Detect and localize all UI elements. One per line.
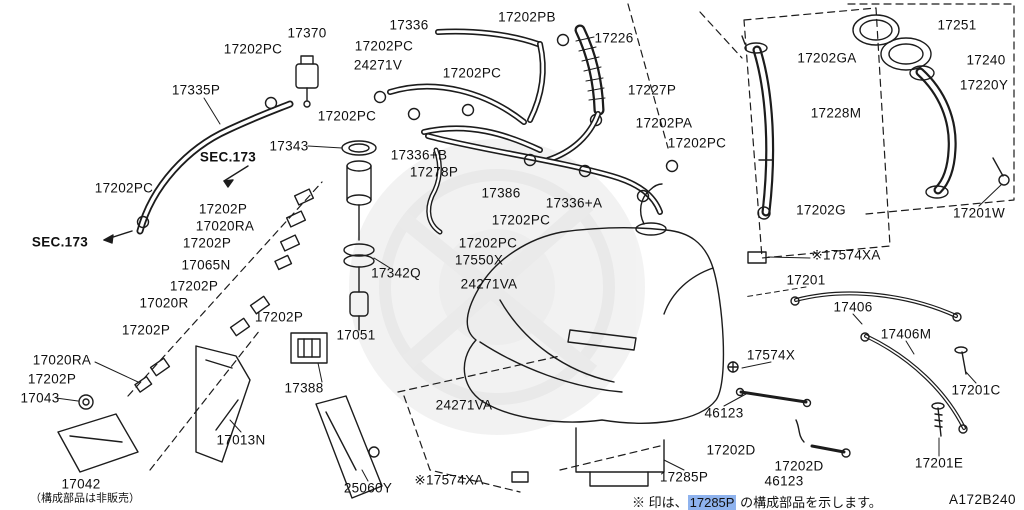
- part-label-46123: 46123: [704, 405, 744, 421]
- part-label-17336: 17336: [389, 17, 429, 33]
- part-label-17202p: 17202P: [27, 371, 77, 387]
- part-label-17202pc: 17202PC: [317, 108, 377, 124]
- part-label-17370: 17370: [287, 25, 327, 41]
- part-label-17202p: 17202P: [198, 201, 248, 217]
- part-label-17202pc: 17202PC: [94, 180, 154, 196]
- hose-17335P: [136, 96, 294, 235]
- part-label-17227p: 17227P: [627, 82, 677, 98]
- part-label-17202p: 17202P: [169, 278, 219, 294]
- footnote-prefix: ※ 印は、: [632, 495, 688, 510]
- part-label-sec173: SEC.173: [31, 234, 89, 250]
- bracket-17574XA: [511, 251, 767, 483]
- part-label-17020r: 17020R: [139, 295, 189, 311]
- fasteners-right: [727, 346, 968, 458]
- part-label-17343: 17343: [269, 138, 309, 154]
- part-label-17335p: 17335P: [171, 82, 221, 98]
- part-label-24271va: 24271VA: [460, 276, 518, 292]
- protector-17042: [57, 413, 139, 473]
- hose-clamps-upper: [373, 33, 603, 127]
- watermark-emblem: [349, 139, 645, 435]
- filler-neck-assembly: [852, 14, 1010, 199]
- part-label-17202p: 17202P: [254, 309, 304, 325]
- sec173-arrow-upper: [223, 165, 249, 188]
- sec173-arrow-lower: [103, 230, 133, 244]
- part-label-17042: 17042: [61, 476, 101, 492]
- part-label-17202g: 17202G: [796, 202, 846, 218]
- part-label-17386: 17386: [481, 185, 521, 201]
- part-label-24271v: 24271V: [353, 57, 403, 73]
- part-label-17285p: 17285P: [659, 469, 709, 485]
- part-label-17278p: 17278P: [409, 164, 459, 180]
- part-label-17251: 17251: [937, 17, 977, 33]
- part-label-17336+a: 17336+A: [545, 195, 603, 211]
- part-label-17342q: 17342Q: [371, 265, 421, 281]
- part-label-17020ra: 17020RA: [195, 218, 255, 234]
- filler-tube-17228M: [741, 35, 775, 220]
- leader-lines: [55, 97, 1003, 482]
- part-label-17202p: 17202P: [121, 322, 171, 338]
- valve-17370: [295, 55, 319, 108]
- strap-17406: [790, 291, 962, 322]
- part-label-17336+b: 17336+B: [390, 147, 448, 163]
- part-label-17202pc: 17202PC: [458, 235, 518, 251]
- part-label-46123: 46123: [764, 473, 804, 489]
- part-label-17388: 17388: [284, 380, 324, 396]
- part-label-17228m: 17228M: [810, 105, 862, 121]
- part-label-17574xa: ※17574XA: [811, 247, 881, 263]
- part-label-17202pa: 17202PA: [635, 115, 693, 131]
- protector-25060Y: [315, 395, 383, 499]
- part-label-17051: 17051: [336, 327, 376, 343]
- part-label-17202pb: 17202PB: [498, 9, 556, 25]
- hose-17336A: [425, 133, 679, 215]
- part-label-sec173: SEC.173: [199, 149, 257, 165]
- part-label-17406: 17406: [833, 299, 873, 315]
- note-not-sold-separately: （構成部品は非販売）: [30, 492, 140, 505]
- part-label-17226: 17226: [594, 30, 634, 46]
- tube-17336B-17278P: [426, 147, 443, 235]
- part-label-17201c: 17201C: [951, 382, 1001, 398]
- footnote: ※ 印は、17285P の構成部品を示します。: [632, 492, 882, 510]
- part-label-17202d: 17202D: [706, 442, 756, 458]
- left-small-parts: [78, 188, 315, 410]
- part-label-17202pc: 17202PC: [667, 135, 727, 151]
- part-label-17202pc: 17202PC: [223, 41, 283, 57]
- part-label-17574x: 17574X: [746, 347, 796, 363]
- part-label-17202p: 17202P: [182, 235, 232, 251]
- hose-17336: [435, 28, 546, 123]
- part-label-17574xa: ※17574XA: [414, 472, 484, 488]
- part-label-24271va: 24271VA: [435, 397, 493, 413]
- fuel-tank-17201: [463, 183, 725, 487]
- part-label-17202pc: 17202PC: [442, 65, 502, 81]
- part-label-25060y: 25060Y: [343, 480, 393, 496]
- part-label-17202pc: 17202PC: [354, 38, 414, 54]
- hose-17226: [574, 24, 606, 116]
- bracket-17388: [290, 332, 328, 364]
- part-label-17201w: 17201W: [952, 205, 1006, 221]
- drawing-number: A172B240: [948, 492, 1016, 507]
- part-label-17065n: 17065N: [181, 257, 231, 273]
- hose-24271V: [387, 83, 543, 153]
- part-label-17202d: 17202D: [774, 458, 824, 474]
- part-label-17201e: 17201E: [914, 455, 964, 471]
- hose-17227P: [545, 111, 601, 163]
- footnote-suffix: の構成部品を示します。: [736, 495, 882, 510]
- strap-17406M: [860, 332, 968, 434]
- part-label-17043: 17043: [20, 390, 60, 406]
- footnote-highlight: 17285P: [687, 495, 737, 510]
- part-label-17020ra: 17020RA: [32, 352, 92, 368]
- part-label-17406m: 17406M: [880, 326, 932, 342]
- part-label-17202pc: 17202PC: [491, 212, 551, 228]
- part-label-17201: 17201: [786, 272, 826, 288]
- part-label-17240: 17240: [966, 52, 1006, 68]
- part-label-17550x: 17550X: [454, 252, 504, 268]
- part-label-17220y: 17220Y: [959, 77, 1009, 93]
- part-label-17013n: 17013N: [216, 432, 266, 448]
- part-label-17202ga: 17202GA: [797, 50, 857, 66]
- fuel-pump-17051: [341, 140, 377, 331]
- protector-17013N: [195, 345, 251, 463]
